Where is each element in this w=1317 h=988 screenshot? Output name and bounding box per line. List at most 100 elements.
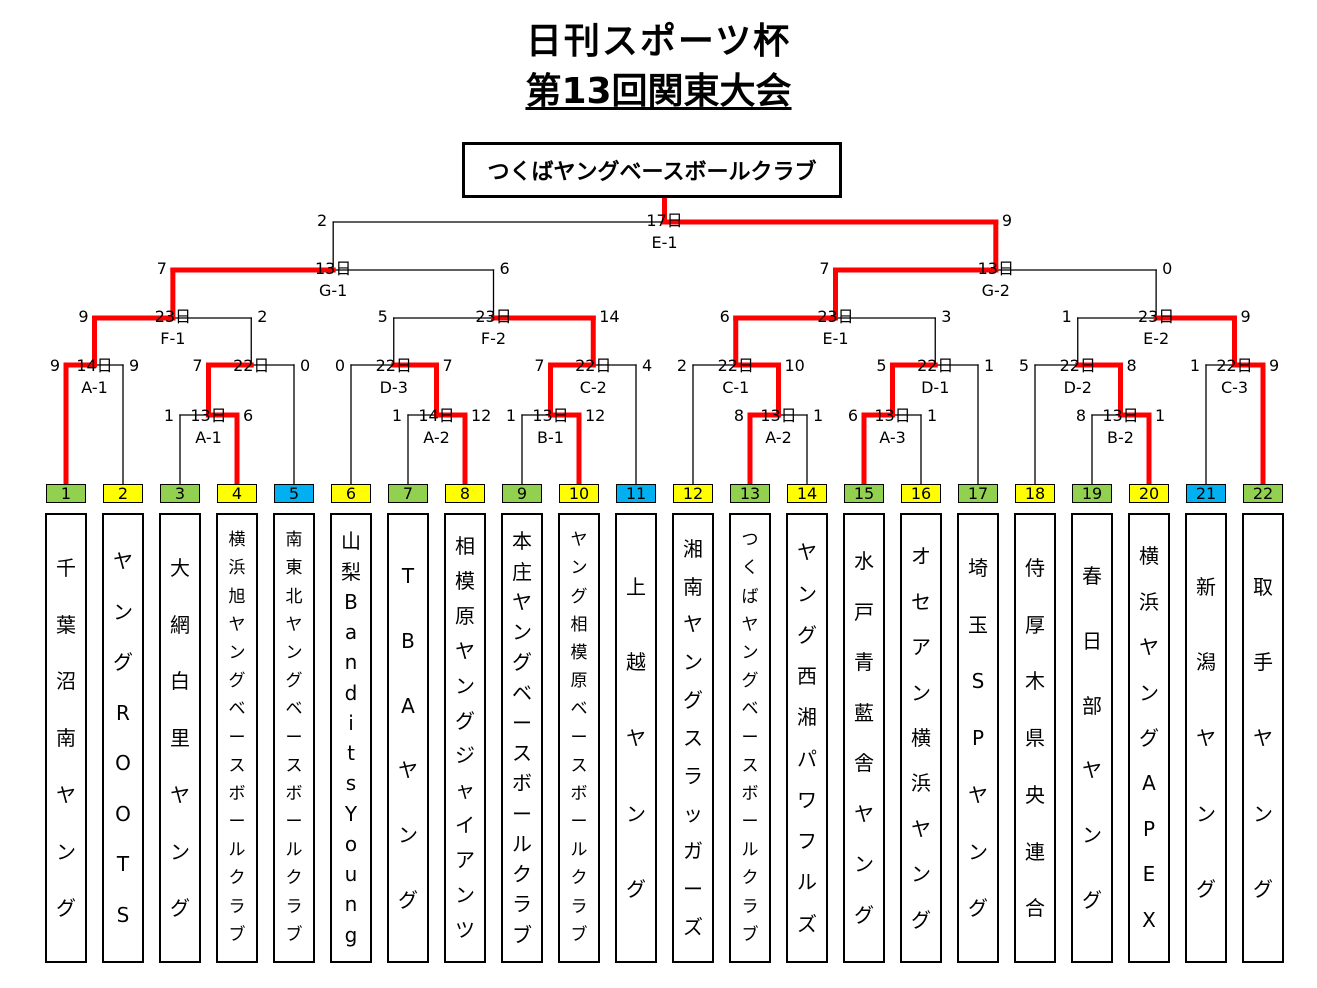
- team-name-8: 相模原ヤングジャイアンツ: [444, 513, 486, 963]
- game-day: 13日: [760, 406, 797, 425]
- team-number-4: 4: [217, 484, 257, 503]
- game-day: 14日: [76, 356, 113, 375]
- game-day: 22日: [1216, 356, 1253, 375]
- score-right: 1: [1155, 406, 1166, 425]
- game-code: E-1: [822, 329, 849, 348]
- team-number-6: 6: [331, 484, 371, 503]
- game-day: 14日: [418, 406, 455, 425]
- score-right: 14: [599, 307, 620, 326]
- score-right: 6: [243, 406, 254, 425]
- team-name-1: 千葉沼南ヤング: [45, 513, 87, 963]
- game-day: 13日: [190, 406, 227, 425]
- page-title: 日刊スポーツ杯: [525, 21, 792, 62]
- game-code: B-1: [537, 428, 564, 447]
- game-day: 17日: [646, 211, 683, 230]
- score-right: 0: [1162, 259, 1173, 278]
- score-left: 5: [377, 307, 388, 326]
- team-number-7: 7: [388, 484, 428, 503]
- game-day: 22日: [375, 356, 412, 375]
- game-day: 13日: [1102, 406, 1139, 425]
- score-left: 6: [719, 307, 730, 326]
- score-right: 10: [784, 356, 805, 375]
- team-name-12: 湘南ヤングスラッガーズ: [672, 513, 714, 963]
- score-right: 0: [300, 356, 311, 375]
- score-left: 7: [534, 356, 545, 375]
- team-number-16: 16: [901, 484, 941, 503]
- score-right: 8: [1126, 356, 1137, 375]
- game-code: A-1: [195, 428, 222, 447]
- team-name-13: つくばヤングベースボールクラブ: [729, 513, 771, 963]
- score-left: 7: [819, 259, 830, 278]
- score-left: 1: [391, 406, 402, 425]
- team-name-11: 上越ヤング: [615, 513, 657, 963]
- score-right: 1: [927, 406, 938, 425]
- team-number-2: 2: [103, 484, 143, 503]
- team-number-17: 17: [958, 484, 998, 503]
- score-right: 1: [984, 356, 995, 375]
- score-right: 3: [941, 307, 952, 326]
- game-code: F-1: [160, 329, 186, 348]
- team-number-8: 8: [445, 484, 485, 503]
- team-number-21: 21: [1186, 484, 1226, 503]
- score-right: 9: [1240, 307, 1251, 326]
- score-left: 9: [49, 356, 60, 375]
- team-name-15: 水戸青藍舎ヤング: [843, 513, 885, 963]
- game-code: E-2: [1143, 329, 1170, 348]
- score-left: 8: [1075, 406, 1086, 425]
- score-right: 9: [1269, 356, 1280, 375]
- team-number-18: 18: [1015, 484, 1055, 503]
- champion-box: つくばヤングベースボールクラブ: [462, 142, 842, 198]
- score-left: 7: [156, 259, 167, 278]
- score-right: 9: [129, 356, 140, 375]
- subtitle-text: 第13回関東大会: [525, 71, 792, 112]
- score-left: 1: [1189, 356, 1200, 375]
- game-day: 23日: [817, 307, 854, 326]
- team-number-20: 20: [1129, 484, 1169, 503]
- score-left: 6: [847, 406, 858, 425]
- score-left: 0: [334, 356, 345, 375]
- game-code: C-2: [579, 378, 607, 397]
- team-name-14: ヤング西湘パワフルズ: [786, 513, 828, 963]
- team-number-3: 3: [160, 484, 200, 503]
- game-day: 22日: [575, 356, 612, 375]
- team-name-10: ヤング相模原ベースボールクラブ: [558, 513, 600, 963]
- game-code: E-1: [651, 233, 678, 252]
- team-name-22: 取手ヤング: [1242, 513, 1284, 963]
- score-right: 4: [642, 356, 653, 375]
- team-name-19: 春日部ヤング: [1071, 513, 1113, 963]
- team-number-5: 5: [274, 484, 314, 503]
- score-left: 5: [1018, 356, 1029, 375]
- game-code: A-2: [765, 428, 792, 447]
- game-code: C-3: [1220, 378, 1249, 397]
- game-day: 22日: [233, 356, 270, 375]
- score-right: 6: [499, 259, 510, 278]
- team-name-4: 横浜旭ヤングベースボールクラブ: [216, 513, 258, 963]
- team-number-13: 13: [730, 484, 770, 503]
- score-right: 12: [585, 406, 606, 425]
- game-day: 23日: [475, 307, 512, 326]
- game-code: F-2: [480, 329, 507, 348]
- team-number-1: 1: [46, 484, 86, 503]
- score-left: 1: [1061, 307, 1072, 326]
- score-right: 1: [813, 406, 824, 425]
- game-code: G-1: [319, 281, 348, 300]
- game-code: C-1: [722, 378, 750, 397]
- team-name-21: 新潟ヤング: [1185, 513, 1227, 963]
- team-number-14: 14: [787, 484, 827, 503]
- team-name-3: 大網白里ヤング: [159, 513, 201, 963]
- game-day: 13日: [874, 406, 911, 425]
- game-day: 13日: [532, 406, 569, 425]
- score-left: 9: [78, 307, 89, 326]
- score-left: 1: [505, 406, 516, 425]
- game-code: D-2: [1063, 378, 1092, 397]
- game-day: 22日: [1059, 356, 1096, 375]
- score-right: 12: [471, 406, 492, 425]
- game-code: A-2: [423, 428, 450, 447]
- team-number-19: 19: [1072, 484, 1112, 503]
